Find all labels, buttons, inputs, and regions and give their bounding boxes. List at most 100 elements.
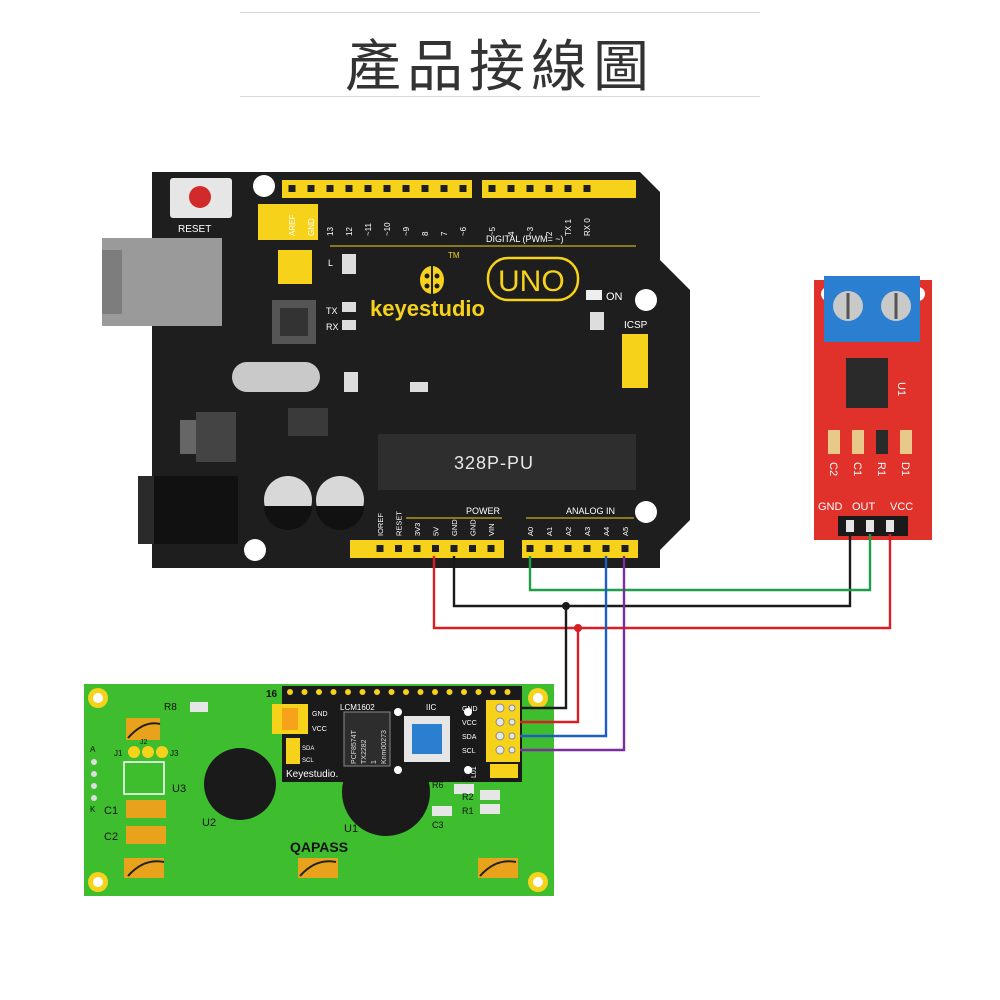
j-pad bbox=[142, 746, 154, 758]
lcd-pin bbox=[475, 689, 482, 695]
digital-pin-hole[interactable] bbox=[364, 185, 372, 192]
lcd-pin bbox=[359, 689, 366, 695]
lcd-pin bbox=[287, 689, 293, 695]
sensor-pin bbox=[866, 520, 874, 532]
power-jack bbox=[138, 476, 238, 544]
board-dot bbox=[394, 766, 402, 774]
c2-cap bbox=[126, 826, 166, 844]
led-label: L01 bbox=[471, 766, 478, 778]
i2c-pin[interactable] bbox=[508, 718, 516, 726]
digital-pin-label: 13 bbox=[326, 227, 335, 236]
i2c-pin[interactable] bbox=[495, 703, 505, 713]
sensor-part bbox=[876, 430, 888, 454]
power-pin-label: IOREF bbox=[376, 513, 385, 536]
digital-pin-hole[interactable] bbox=[383, 185, 391, 192]
digital-pin-hole[interactable] bbox=[307, 185, 315, 192]
digital-pin-hole[interactable] bbox=[345, 185, 353, 192]
uno-hole bbox=[253, 175, 275, 197]
u1-label: U1 bbox=[344, 823, 358, 835]
digital-pin-hole[interactable] bbox=[326, 185, 334, 192]
sensor-ic-label: U1 bbox=[895, 382, 907, 396]
digital-header-left bbox=[282, 180, 472, 198]
power-pin-hole[interactable] bbox=[469, 545, 476, 552]
lcd-pin bbox=[301, 689, 308, 695]
i2c-pin[interactable] bbox=[508, 746, 516, 754]
analog-pin-hole[interactable] bbox=[602, 545, 610, 552]
resistor bbox=[590, 312, 604, 330]
digital-pin-hole[interactable] bbox=[402, 185, 410, 192]
sda-small-label: SDA bbox=[302, 746, 314, 752]
i2c-pins bbox=[495, 703, 516, 755]
potentiometer-knob[interactable] bbox=[412, 724, 442, 754]
arduino-uno-board: RESET 328P-PU bbox=[102, 172, 690, 568]
i2c-pin[interactable] bbox=[508, 732, 516, 740]
digital-pin-label: ~9 bbox=[402, 226, 411, 236]
power-pin-hole[interactable] bbox=[450, 545, 458, 552]
resistor bbox=[342, 254, 356, 274]
lcd-pin bbox=[316, 689, 322, 695]
digital-pin-hole[interactable] bbox=[440, 185, 448, 192]
digital-pin-hole[interactable] bbox=[526, 185, 534, 192]
analog-pin-hole[interactable] bbox=[583, 545, 591, 552]
title-bar: 產品接線圖 bbox=[0, 0, 1000, 100]
digital-pin-hole[interactable] bbox=[459, 185, 467, 192]
power-pin-hole[interactable] bbox=[413, 545, 421, 552]
power-pin-label: VIN bbox=[487, 523, 496, 536]
power-pin-hole[interactable] bbox=[487, 545, 495, 552]
digital-header-right bbox=[482, 180, 636, 198]
digital-pin-hole[interactable] bbox=[421, 185, 429, 192]
power-pin-hole[interactable] bbox=[395, 545, 402, 552]
i2c-pin[interactable] bbox=[495, 717, 505, 727]
jumper-header bbox=[278, 250, 312, 284]
uno-hole bbox=[635, 289, 657, 311]
wire-junction bbox=[562, 602, 570, 610]
resistor bbox=[410, 382, 428, 392]
digital-pin-label: RX 0 bbox=[583, 218, 592, 236]
digital-pin-label: TX 1 bbox=[564, 219, 573, 236]
iic-label: IIC bbox=[426, 703, 436, 712]
regulator bbox=[196, 412, 236, 462]
i2c-pin[interactable] bbox=[495, 745, 505, 755]
a-label: A bbox=[90, 745, 96, 754]
lcd-pin bbox=[490, 689, 496, 695]
uno-model-box bbox=[486, 256, 580, 302]
digital-pin-hole[interactable] bbox=[564, 185, 572, 192]
analog-pin-hole[interactable] bbox=[564, 545, 572, 552]
i2c-pin[interactable] bbox=[495, 731, 505, 741]
reset-button-cap[interactable] bbox=[189, 186, 211, 208]
i2c-pin[interactable] bbox=[508, 704, 516, 712]
jumper-cap[interactable] bbox=[282, 708, 298, 730]
power-pin-label: 3V3 bbox=[413, 523, 422, 536]
resistor bbox=[344, 372, 358, 392]
power-pin-hole[interactable] bbox=[376, 545, 384, 552]
wire-a0-out bbox=[528, 534, 872, 592]
power-pin-label: GND bbox=[469, 519, 478, 536]
lcd-pin bbox=[446, 689, 453, 695]
pad bbox=[124, 858, 164, 878]
digital-pin-hole[interactable] bbox=[488, 185, 496, 192]
digital-pin-hole[interactable] bbox=[545, 185, 553, 192]
reset-label: RESET bbox=[178, 224, 211, 235]
power-pin-hole[interactable] bbox=[432, 545, 439, 552]
analog-pin-hole[interactable] bbox=[621, 545, 629, 552]
board-dot bbox=[394, 708, 402, 716]
digital-label: DIGITAL (PWM= ~) bbox=[486, 234, 564, 244]
pad bbox=[478, 858, 518, 878]
backpack-top-pins bbox=[287, 689, 511, 695]
resistor bbox=[342, 320, 356, 330]
digital-pin-hole[interactable] bbox=[288, 185, 296, 192]
digital-pin-label: 12 bbox=[345, 227, 354, 236]
digital-pin-hole[interactable] bbox=[507, 185, 515, 192]
r6-label: R6 bbox=[432, 780, 444, 790]
analog-pin-hole[interactable] bbox=[545, 545, 553, 552]
digital-pin-hole[interactable] bbox=[583, 185, 591, 192]
ak-pad bbox=[91, 783, 97, 789]
lcd-hole-inner bbox=[533, 877, 543, 887]
analog-pin-hole[interactable] bbox=[526, 545, 534, 552]
tm-mark: TM bbox=[448, 251, 460, 260]
